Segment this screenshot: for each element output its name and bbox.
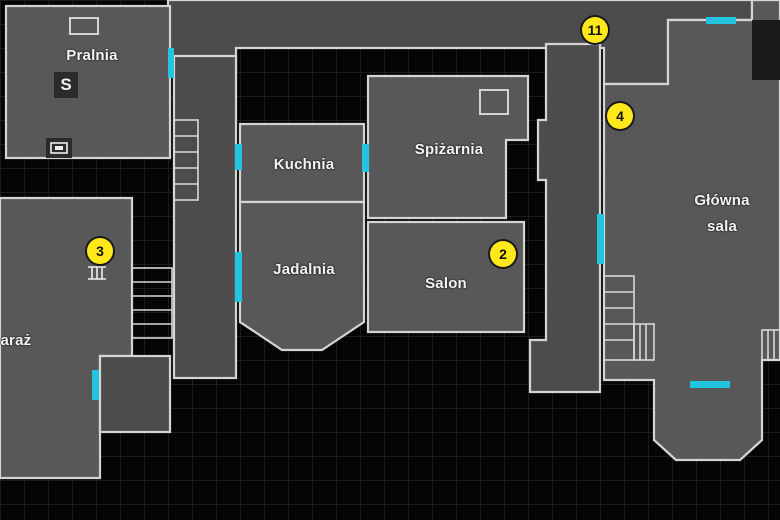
door-kuchnia-left[interactable] xyxy=(235,144,242,170)
marker-2[interactable]: 2 xyxy=(490,241,516,267)
stairs-glowna-sala xyxy=(603,275,780,361)
marker-3[interactable]: 3 xyxy=(87,238,113,264)
stairs-icon xyxy=(86,264,108,282)
door-garaz[interactable] xyxy=(92,370,99,400)
room-salon xyxy=(366,220,526,334)
door-kuchnia-spizarnia[interactable] xyxy=(362,144,369,172)
glowna-sala-dark-area xyxy=(752,20,780,80)
laundry-box xyxy=(69,17,99,35)
door-pralnia[interactable] xyxy=(168,48,174,78)
appliance-icon xyxy=(46,138,72,158)
room-pralnia xyxy=(4,4,172,160)
label-glowna-sala-line1: Główna xyxy=(694,192,750,209)
label-pralnia: Pralnia xyxy=(66,47,118,64)
marker-11[interactable]: 11 xyxy=(582,17,608,43)
room-spizarnia xyxy=(366,74,530,220)
stairs-left-corridor xyxy=(173,119,199,201)
garage-side-area xyxy=(98,354,172,434)
door-glowna-sala-south[interactable] xyxy=(690,381,730,388)
room-jadalnia xyxy=(238,200,366,352)
label-salon: Salon xyxy=(425,275,467,292)
label-glowna-sala-line2: sala xyxy=(707,218,737,235)
label-kuchnia: Kuchnia xyxy=(273,156,335,173)
right-corridor xyxy=(528,42,602,394)
label-garaz: Garaż xyxy=(0,332,32,349)
stairs-garage xyxy=(131,267,173,339)
door-glowna-sala-west[interactable] xyxy=(597,214,604,264)
label-spizarnia: Spiżarnia xyxy=(414,141,484,158)
label-jadalnia: Jadalnia xyxy=(273,261,335,278)
marker-4[interactable]: 4 xyxy=(607,103,633,129)
pantry-box xyxy=(479,89,509,115)
laundry-letter-icon: S xyxy=(54,72,78,98)
appliance-glyph xyxy=(50,142,68,154)
stairs-glyph xyxy=(88,266,106,280)
door-jadalnia[interactable] xyxy=(235,252,242,302)
top-corridor xyxy=(166,0,754,86)
left-corridor xyxy=(172,54,238,380)
door-glowna-sala-north[interactable] xyxy=(706,17,736,24)
